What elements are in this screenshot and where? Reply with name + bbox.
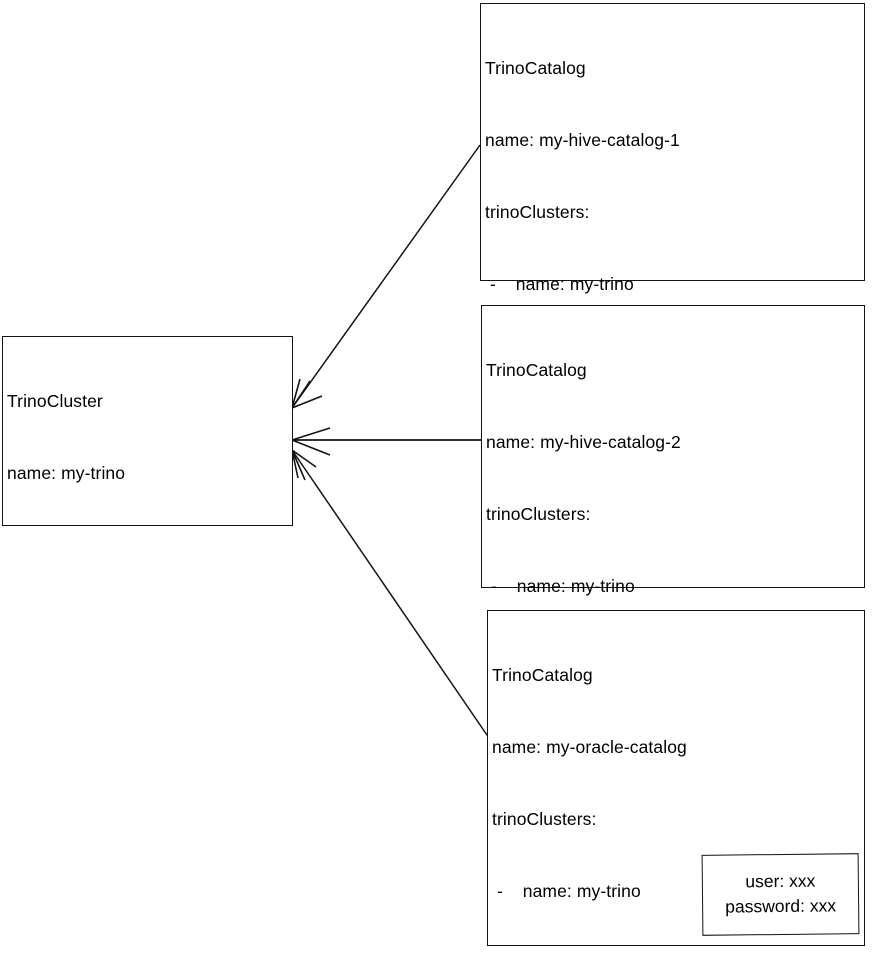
trino-catalog-hive-2-node[interactable]: TrinoCatalog name: my-hive-catalog-2 tri… (481, 305, 865, 884)
trino-catalog-oracle-node[interactable]: TrinoCatalog name: my-oracle-catalog tri… (487, 610, 865, 954)
catalog-hive-2-line-2: trinoClusters: (486, 504, 591, 524)
trino-cluster-line-1: name: my-trino (7, 463, 126, 483)
catalog-hive-2-line-0: TrinoCatalog (486, 360, 587, 380)
catalog-oracle-line-0: TrinoCatalog (492, 665, 593, 685)
catalog-oracle-line-1: name: my-oracle-catalog (492, 737, 687, 757)
trino-cluster-node[interactable]: TrinoCluster name: my-trino (2, 336, 293, 526)
catalog-hive-1-line-2: trinoClusters: (485, 202, 590, 222)
edge-oracle (291, 449, 490, 739)
catalog-hive-1-line-0: TrinoCatalog (485, 58, 586, 78)
trino-cluster-text: TrinoCluster name: my-trino (7, 341, 290, 533)
credentials-secret-box[interactable]: user: xxx password: xxx (701, 853, 860, 936)
edge-hive-1 (291, 144, 481, 409)
secret-line-user: user: xxx (745, 870, 816, 892)
catalog-hive-2-line-3: - name: my-trino (486, 576, 635, 596)
catalog-hive-1-line-3: - name: my-trino (485, 274, 634, 294)
credentials-secret-text: user: xxx password: xxx (703, 868, 859, 920)
trino-catalog-hive-1-node[interactable]: TrinoCatalog name: my-hive-catalog-1 tri… (480, 3, 865, 654)
trino-cluster-line-0: TrinoCluster (7, 391, 103, 411)
secret-line-password: password: xxx (725, 895, 837, 917)
catalog-oracle-line-3: - name: my-trino (492, 881, 641, 901)
edge-hive-2 (291, 427, 481, 456)
trino-catalog-oracle-text: TrinoCatalog name: my-oracle-catalog tri… (492, 615, 862, 954)
catalog-hive-1-line-1: name: my-hive-catalog-1 (485, 130, 680, 150)
catalog-oracle-line-2: trinoClusters: (492, 809, 597, 829)
catalog-hive-2-line-1: name: my-hive-catalog-2 (486, 432, 681, 452)
